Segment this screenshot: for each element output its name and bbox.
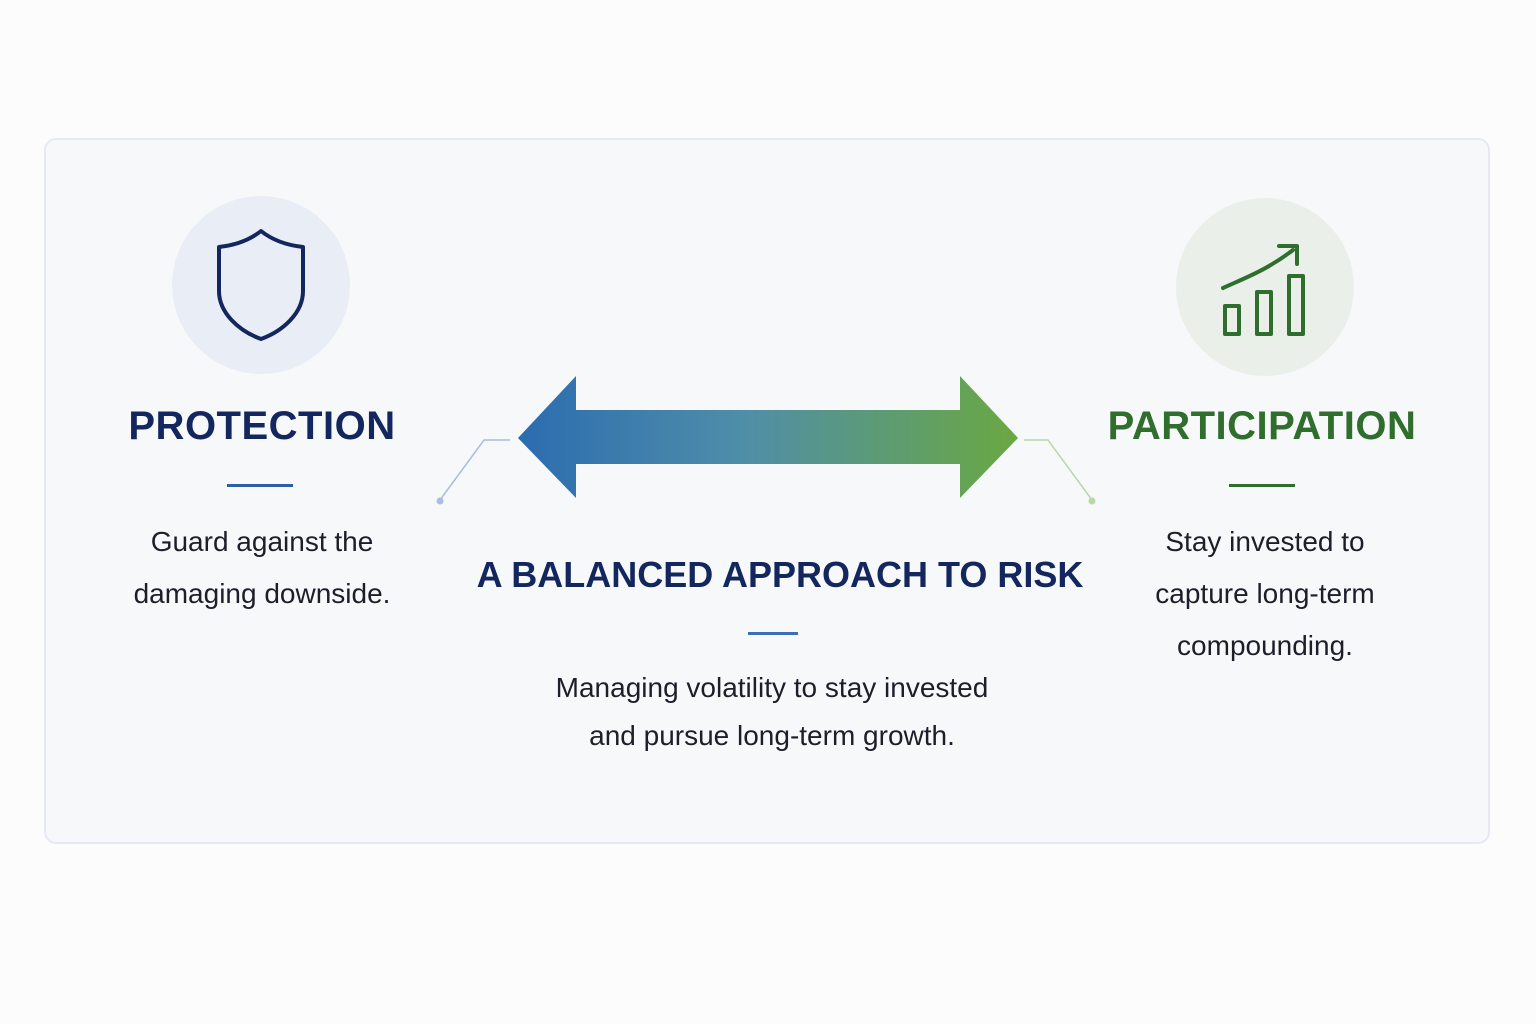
center-description-line: and pursue long-term growth. <box>589 720 955 751</box>
left-connector-dot <box>436 497 444 505</box>
participation-divider <box>1229 484 1295 487</box>
participation-description-line: capture long-term <box>1155 578 1375 609</box>
right-connector-line <box>1024 439 1093 501</box>
participation-description: Stay invested to capture long-term compo… <box>1110 516 1420 672</box>
center-description-line: Managing volatility to stay invested <box>555 672 989 703</box>
double-arrow-icon <box>436 376 1096 505</box>
protection-description-line: damaging downside. <box>133 578 391 609</box>
participation-title: PARTICIPATION <box>1107 404 1417 448</box>
protection-description: Guard against the damaging downside. <box>100 516 424 620</box>
double-arrow-shape <box>518 376 1018 498</box>
protection-icon-badge <box>172 196 350 374</box>
center-description: Managing volatility to stay invested and… <box>500 664 1044 760</box>
left-connector-line <box>439 439 510 501</box>
participation-description-line: Stay invested to <box>1165 526 1365 557</box>
growth-chart-icon <box>1221 244 1305 336</box>
protection-description-line: Guard against the <box>150 526 374 557</box>
participation-icon-badge <box>1176 198 1354 376</box>
participation-description-line: compounding. <box>1177 630 1353 661</box>
center-title: A BALANCED APPROACH TO RISK <box>476 554 1084 595</box>
shield-icon <box>217 229 305 341</box>
protection-divider <box>227 484 293 487</box>
center-divider <box>748 632 798 635</box>
right-connector-dot <box>1088 497 1096 505</box>
protection-title: PROTECTION <box>128 404 396 448</box>
